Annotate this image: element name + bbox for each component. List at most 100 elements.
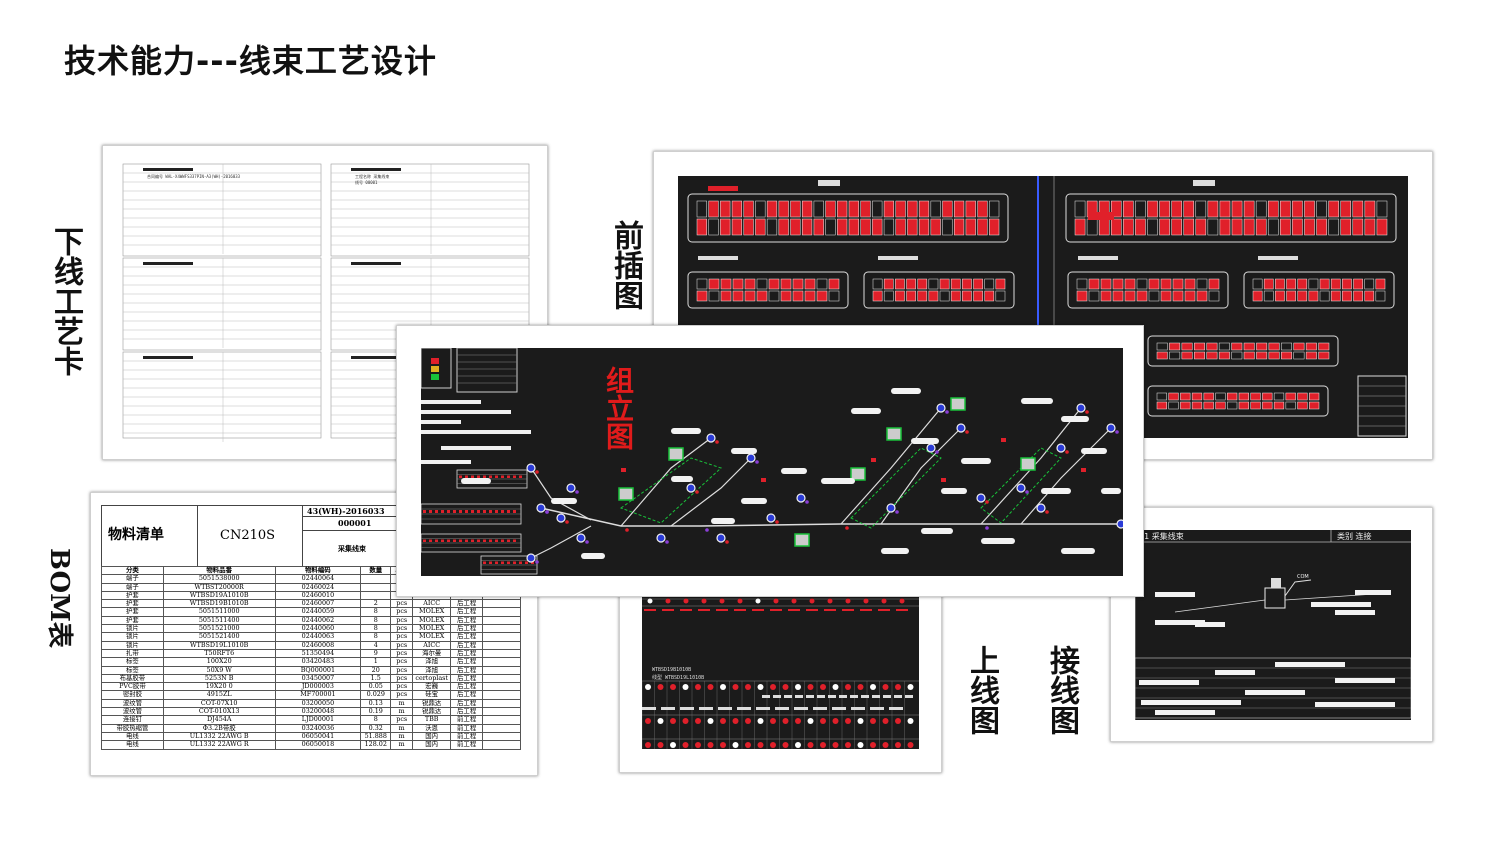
bom-cell (482, 632, 521, 642)
bom-cell: 100X20 (162, 657, 276, 667)
bom-cell: 后工程 (450, 690, 484, 700)
jiexian-cad: 01 采集线束 类别 连接 COM (1135, 530, 1411, 720)
label-bom: BOM表 (44, 548, 74, 648)
bom-cell: 1 (360, 657, 392, 667)
bom-cell: TBB (412, 715, 452, 725)
label-xiaxian: 下线工艺卡 (48, 226, 83, 376)
jiexian-svg (1135, 530, 1411, 720)
label-jiexian-text: 接线图 (1044, 645, 1079, 735)
bom-cell: 连接钉 (101, 715, 164, 725)
zuli-drawing: 组立图 (396, 325, 1144, 597)
label-qiancha-text: 前插图 (608, 220, 643, 310)
bom-cell: 06050018 (274, 740, 362, 750)
bom-cell: 标签 (101, 657, 164, 667)
bom-cell (482, 740, 521, 750)
bom-cell: pcs (390, 715, 414, 725)
bom-cell: 泽旭 (412, 657, 452, 667)
jiexian-com: COM (1297, 574, 1309, 580)
bom-cell (482, 665, 521, 675)
bom-cell (482, 715, 521, 725)
bom-cell: m (390, 740, 414, 750)
bom-cell: 硅宝 (412, 690, 452, 700)
bom-cell: 后工程 (450, 657, 484, 667)
bom-cell: DJ454A (162, 715, 276, 725)
bom-cell (482, 657, 521, 667)
bom-cell (360, 582, 392, 592)
page-title: 技术能力---线束工艺设计 (64, 42, 437, 80)
bom-cell (482, 723, 521, 733)
zuli-cad (421, 348, 1123, 576)
bom-cell (482, 607, 521, 617)
bom-cell: LJD00001 (274, 715, 362, 725)
bom-table: 分类物料品番物料编码数量单位品牌工程备端子505153800002440064端… (101, 565, 521, 750)
bom-cell: pcs (390, 632, 414, 642)
jiexian-head2: 类别 连接 (1337, 532, 1372, 541)
bom-cell: 128.02 (360, 740, 392, 750)
bom-title: 物料清单 (108, 527, 164, 543)
bom-cell: 电线 (101, 740, 164, 750)
bom-cell: 02440063 (274, 632, 362, 642)
label-shangxian-text: 上线图 (964, 645, 999, 735)
label-zuli-text: 组立图 (602, 366, 635, 450)
bom-cell (482, 599, 521, 609)
bom-cell: 国内 (412, 740, 452, 750)
label-jiexian: 接线图 (1044, 645, 1079, 735)
bom-cell (482, 698, 521, 709)
shangxian-line1: WTBSD19B1010B (652, 667, 692, 673)
bom-cell (482, 624, 521, 634)
bom-harness: 采集线束 (338, 544, 366, 553)
workcard-document: 合同编号 WAL-X4WWFS337PIN-A3(WH)-2016033 工程名… (102, 145, 548, 460)
bom-cell (482, 682, 521, 692)
bom-cell: 03420483 (274, 657, 362, 667)
shangxian-cad: WTBSD19B1010B 线型 WTBSD19L1010B (642, 595, 919, 749)
workcard-project: 工程名称 采集线束 (355, 174, 390, 179)
bom-code: 000001 (338, 518, 372, 528)
bom-model: CN210S (220, 528, 276, 543)
workcard-wire: 线号 00001 (355, 180, 378, 185)
bom-cell: 5051521400 (162, 632, 276, 642)
zuli-svg (421, 348, 1123, 575)
bom-cell: 端子 (101, 574, 164, 584)
label-qiancha: 前插图 (608, 220, 643, 310)
shangxian-svg (642, 598, 919, 749)
bom-cell: 8 (360, 632, 392, 642)
bom-column-header: 数量 (360, 565, 392, 576)
bom-cell: 前工程 (450, 715, 484, 725)
bom-cell: 4915ZL (162, 690, 276, 700)
bom-cell: pcs (390, 690, 414, 700)
jiexian-drawing: 01 采集线束 类别 连接 COM (1110, 507, 1433, 742)
bom-cell (482, 615, 521, 626)
bom-cell: 02440064 (274, 574, 362, 584)
bom-cell (360, 574, 392, 584)
label-shangxian: 上线图 (964, 645, 999, 735)
bom-cell (482, 640, 521, 650)
label-zuli: 组立图 (602, 366, 637, 450)
bom-rev: 43(WH)-2016033 (307, 506, 385, 516)
bom-cell (482, 648, 521, 659)
bom-cell: pcs (390, 657, 414, 667)
bom-cell: 0.029 (360, 690, 392, 700)
bom-cell: MF700001 (274, 690, 362, 700)
shangxian-drawing: WTBSD19B1010B 线型 WTBSD19L1010B (619, 560, 942, 773)
workcard-contract: 合同编号 WAL-X4WWFS337PIN-A3(WH)-2016033 (147, 174, 241, 179)
bom-cell: UL1332 22AWG R (162, 740, 276, 750)
bom-cell (482, 690, 521, 700)
bom-cell: MOLEX (412, 632, 452, 642)
bom-cell (482, 673, 521, 684)
bom-cell: 后工程 (450, 632, 484, 642)
workcard-grid (122, 163, 530, 442)
bom-cell (482, 731, 521, 742)
jiexian-head1: 01 采集线束 (1139, 532, 1184, 541)
